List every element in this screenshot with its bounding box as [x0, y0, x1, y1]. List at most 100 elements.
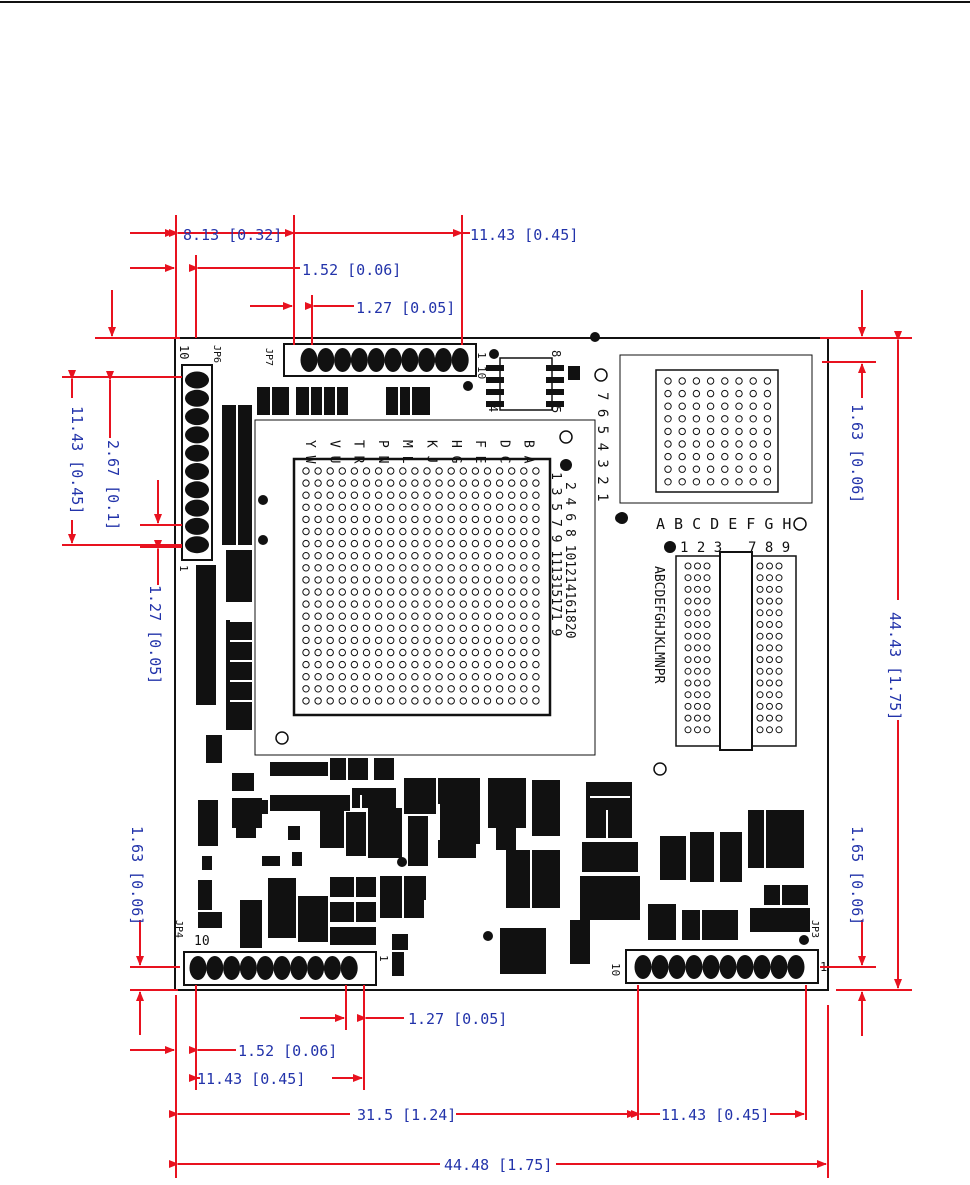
- bga-ball: [338, 539, 346, 548]
- bga-ball: [411, 600, 419, 608]
- bga-ball: [338, 612, 346, 620]
- small-bga-ball: [692, 427, 701, 436]
- dim-top-1-27: 1.27 [0.05]: [356, 299, 455, 317]
- bga-ball: [302, 479, 310, 487]
- bga-ball: [387, 697, 395, 705]
- bga-ball: [520, 624, 528, 632]
- bga-ball: [471, 660, 480, 669]
- small-bga-ball: [735, 452, 743, 461]
- dim-right-1-65: 1.65 [0.06]: [848, 826, 866, 925]
- bga-ball: [411, 685, 419, 693]
- connector-ball: [684, 702, 692, 710]
- jp6-pin: [185, 463, 209, 480]
- bga-ball: [447, 673, 455, 681]
- component-gap: [230, 640, 252, 642]
- bga-ball: [374, 612, 383, 620]
- bga-ball: [520, 539, 528, 548]
- bga-ball: [495, 624, 504, 632]
- bga-ball: [350, 697, 359, 705]
- bga-ball: [483, 697, 492, 705]
- bga-ball: [314, 624, 322, 632]
- bga-ball: [326, 612, 334, 620]
- soic-pin5-label: 5: [549, 406, 563, 413]
- component-pad: [232, 773, 254, 791]
- bga-ball: [399, 552, 407, 560]
- bga-ball: [350, 491, 359, 499]
- bga-ball: [423, 612, 431, 620]
- jp6-connector: [181, 364, 213, 561]
- bga-ball: [374, 491, 383, 499]
- small-bga-ball: [706, 478, 715, 486]
- bga-ball: [399, 503, 407, 511]
- bga-ball: [459, 515, 467, 524]
- connector-ball: [775, 702, 783, 710]
- jp4-pin10-label: 10: [194, 934, 210, 949]
- bga-ball: [495, 491, 504, 499]
- bga-ball: [471, 539, 480, 548]
- bga-ball: [302, 636, 310, 645]
- jp7-pin: [334, 348, 352, 372]
- bga-ball: [423, 467, 431, 475]
- dim-top-1-52: 1.52 [0.06]: [302, 261, 401, 279]
- bga-ball: [399, 624, 407, 632]
- bga-ball: [435, 660, 443, 669]
- bga-ball: [471, 600, 480, 608]
- bga-ball: [362, 600, 371, 608]
- bga-ball: [314, 503, 322, 511]
- bga-ball: [350, 636, 359, 645]
- bga-ball: [471, 624, 480, 632]
- jp6-pin: [185, 481, 209, 499]
- bga-ball: [374, 564, 383, 572]
- component-pad: [330, 927, 376, 945]
- bga-ball: [302, 467, 310, 475]
- bga-ball: [362, 576, 371, 584]
- component-pad: [506, 850, 530, 908]
- bga-ball: [387, 491, 395, 499]
- bga-ball: [326, 515, 334, 524]
- bga-ball: [302, 576, 310, 584]
- connector-ball: [756, 597, 764, 605]
- jp7-label: JP7: [263, 348, 274, 366]
- bga-ball: [508, 600, 516, 608]
- component-pad: [257, 387, 289, 415]
- bga-ball: [302, 539, 310, 548]
- bga-ball: [374, 527, 383, 536]
- bga-ball: [435, 576, 443, 584]
- bga-ball: [447, 624, 455, 632]
- bga-ball: [423, 515, 431, 524]
- bga-ball: [362, 612, 371, 620]
- bga-ball: [338, 479, 346, 487]
- bga-ball: [411, 697, 419, 705]
- bga-ball: [423, 685, 431, 693]
- bga-ball: [483, 539, 492, 548]
- connector-ball: [703, 656, 711, 664]
- bga-ball: [411, 624, 419, 632]
- component-pad: [270, 762, 328, 776]
- bga-ball: [483, 673, 492, 681]
- connector-ball: [775, 632, 783, 640]
- small-bga-ball: [763, 389, 772, 398]
- connector-ball: [694, 574, 701, 582]
- small-bga-ball: [735, 415, 743, 423]
- component-pad: [520, 808, 526, 814]
- bga-ball: [423, 588, 431, 596]
- bga-ball: [374, 697, 383, 705]
- bga-ball: [387, 479, 395, 487]
- bga-ball: [520, 467, 528, 475]
- bga-row-label: M L: [399, 440, 414, 464]
- via-dot: [397, 857, 407, 867]
- component-gap: [346, 758, 348, 780]
- bga-ball: [447, 491, 455, 499]
- component-pad: [262, 856, 280, 866]
- bga-ball: [435, 648, 443, 657]
- bga-ball: [374, 576, 383, 584]
- bga-ball: [362, 673, 371, 681]
- jp6-pin: [185, 517, 209, 535]
- small-bga-ball: [678, 377, 686, 385]
- bga-ball: [338, 515, 346, 524]
- bga-ball: [399, 491, 407, 499]
- connector-ball: [703, 667, 711, 675]
- bga-ball: [350, 539, 359, 548]
- bga-ball: [362, 660, 371, 669]
- small-bga: [594, 354, 813, 531]
